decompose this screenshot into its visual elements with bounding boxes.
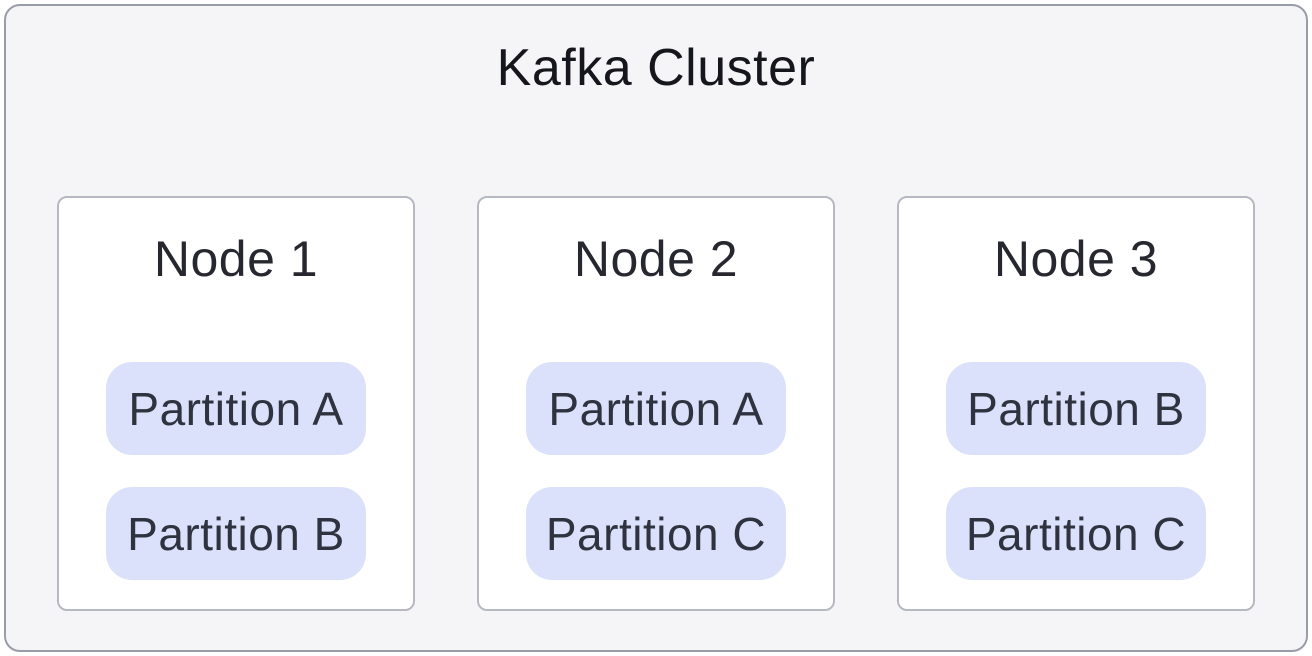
partition-pill: Partition B — [106, 487, 366, 580]
nodes-row: Node 1 Partition A Partition B Node 2 Pa… — [6, 196, 1306, 611]
partition-pill: Partition C — [526, 487, 786, 580]
partition-list: Partition A Partition B — [59, 362, 413, 580]
node-title: Node 3 — [993, 231, 1159, 287]
partition-pill: Partition B — [946, 362, 1206, 455]
partition-list: Partition B Partition C — [899, 362, 1253, 580]
partition-pill: Partition C — [946, 487, 1206, 580]
node-card-3: Node 3 Partition B Partition C — [897, 196, 1255, 611]
partition-pill: Partition A — [526, 362, 786, 455]
node-card-1: Node 1 Partition A Partition B — [57, 196, 415, 611]
node-card-2: Node 2 Partition A Partition C — [477, 196, 835, 611]
kafka-cluster-container: Kafka Cluster Node 1 Partition A Partiti… — [4, 4, 1308, 652]
partition-list: Partition A Partition C — [479, 362, 833, 580]
node-title: Node 2 — [573, 231, 739, 287]
cluster-title: Kafka Cluster — [496, 39, 816, 97]
partition-pill: Partition A — [106, 362, 366, 455]
node-title: Node 1 — [153, 231, 319, 287]
